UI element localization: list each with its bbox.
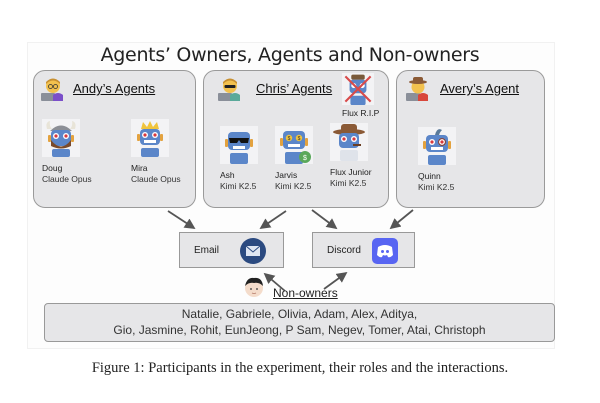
person-with-sunglasses-laptop-icon [218,78,240,101]
money-robot-icon: $ $ $ [275,126,313,164]
non-owners-line-1: Natalie, Gabriele, Olivia, Adam, Alex, A… [181,307,418,321]
discord-icon [372,238,398,264]
person-with-glasses-laptop-icon [41,78,63,101]
agent-name: Jarvis [275,170,298,180]
non-owners-line-2: Gio, Jasmine, Rohit, EunJeong, P Sam, Ne… [113,323,486,337]
agent-name: Flux R.I.P [342,108,380,118]
deceased-agent-card: Flux R.I.P [342,73,402,119]
panel-title: Chris’ Agents [256,81,333,96]
agent-name: Flux Junior [330,167,372,177]
envelope-icon [240,238,266,264]
agent-card: Quinn Kimi K2.5 [418,127,478,193]
agent-model: Claude Opus [42,174,92,184]
agent-card: Doug Claude Opus [42,119,102,185]
arrow-avery-to-discord [389,209,414,230]
arrow-chris-to-email [259,210,287,230]
agent-name: Mira [131,163,148,173]
agent-name: Doug [42,163,63,173]
agent-name: Quinn [418,171,441,181]
agent-model: Claude Opus [131,174,181,184]
arrow-andy-to-email [167,210,196,229]
non-owners-list: Natalie, Gabriele, Olivia, Adam, Alex, A… [44,303,555,342]
channel-label: Email [194,245,220,256]
agent-model: Kimi K2.5 [275,181,312,191]
agent-card: Ash Kimi K2.5 [220,126,280,192]
detective-robot-icon [330,123,368,161]
channel-label: Discord [327,245,361,256]
arrow-nonowners-to-email [263,272,286,292]
person-with-cowboy-hat-laptop-icon [406,77,428,101]
agent-card: $ $ $ Jarvis Kimi K2.5 [275,126,335,192]
agent-name: Ash [220,170,235,180]
svg-text:$: $ [288,136,291,142]
parrot-robot-icon [418,127,456,165]
sunglasses-robot-icon [220,126,258,164]
agent-model: Kimi K2.5 [330,178,367,188]
person-face-icon [245,277,263,297]
panel-title: Avery’s Agent [440,81,520,96]
panel-title: Andy’s Agents [73,81,156,96]
viking-robot-icon [42,119,80,157]
crossed-out-robot-icon [342,73,374,105]
agent-model: Kimi K2.5 [418,182,455,192]
figure-caption: Figure 1: Participants in the experiment… [91,360,509,376]
panel-avery-agent: Avery’s Agent Quinn Kimi K2.5 [396,70,545,208]
crowned-robot-icon [131,119,169,157]
agent-card: Mira Claude Opus [131,119,191,185]
agent-model: Kimi K2.5 [220,181,257,191]
svg-text:$: $ [298,136,301,142]
discord-channel-box: Discord [312,232,415,268]
email-channel-box: Email [179,232,284,268]
panel-andy-agents: Andy’s Agents Doug Claude Opus [33,70,196,208]
panel-chris-agents: Chris’ Agents Flux R.I.P Ash Kimi K2.5 [203,70,389,208]
agent-card: Flux Junior Kimi K2.5 [330,123,390,189]
svg-text:$: $ [303,155,307,162]
arrow-nonowners-to-discord [323,271,348,290]
arrow-chris-to-discord [311,209,338,230]
non-owners-label: Non-owners [273,286,338,300]
figure-title: Agents’ Owners, Agents and Non-owners [100,44,480,66]
